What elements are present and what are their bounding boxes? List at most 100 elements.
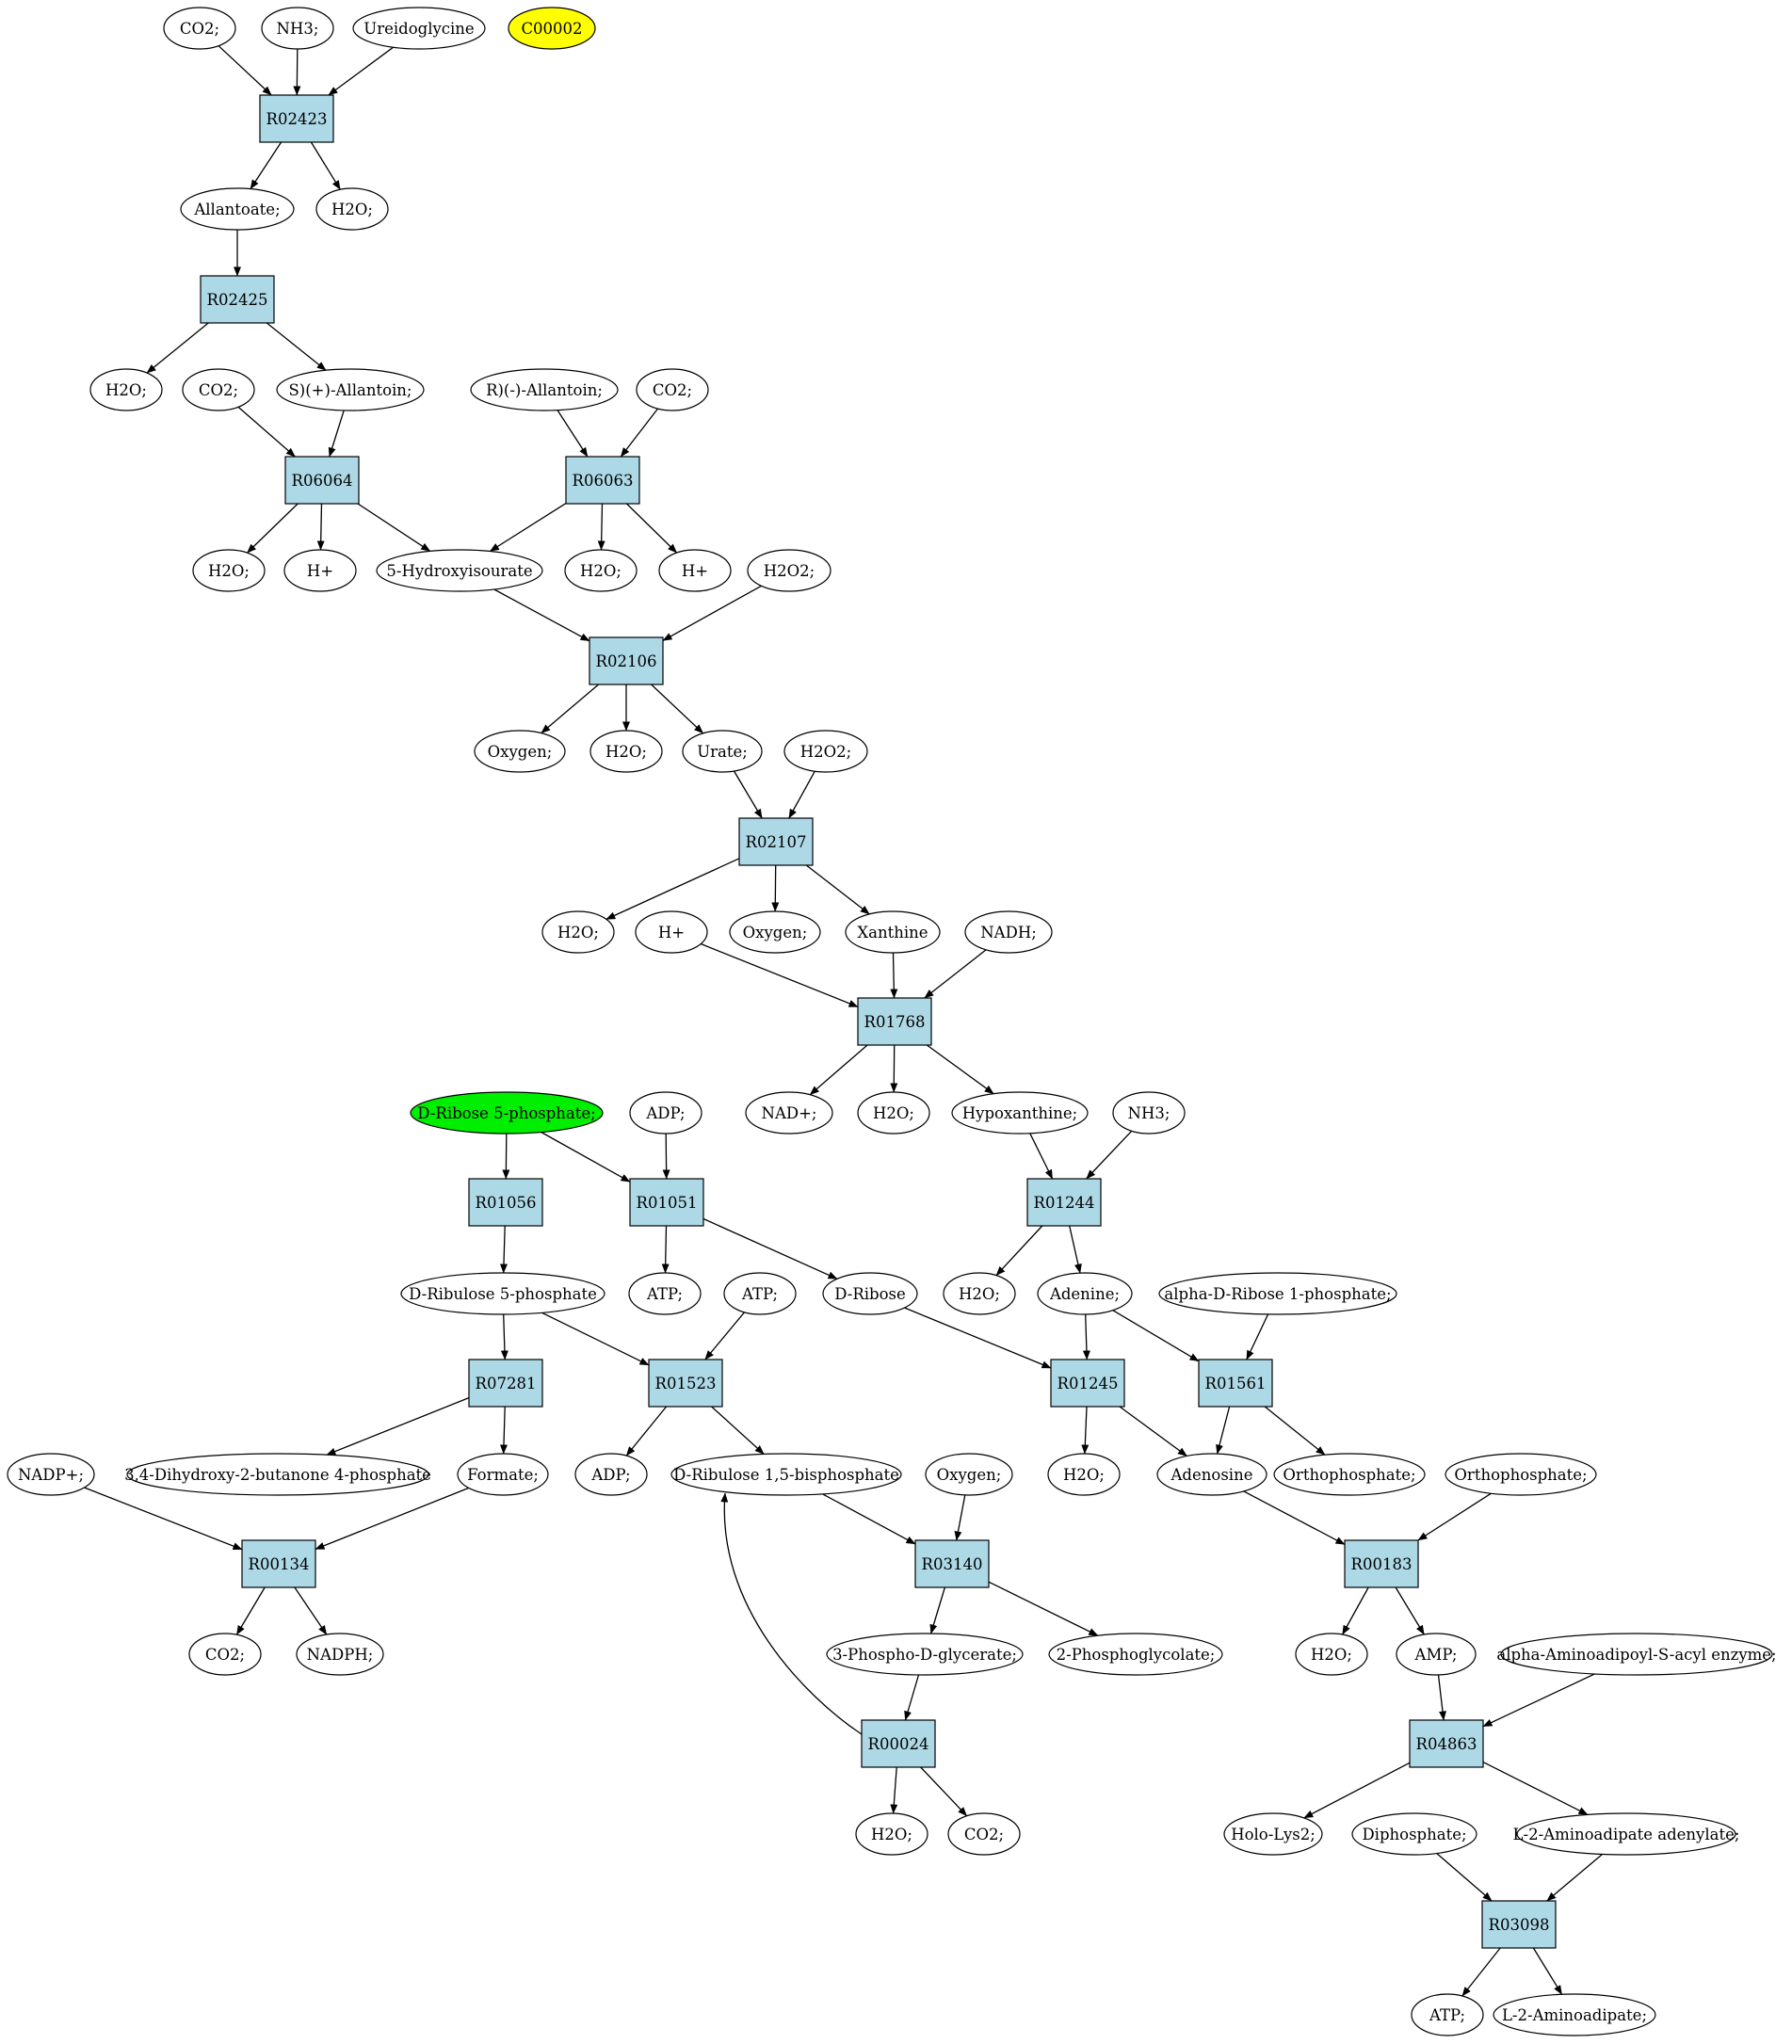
compound-node-h[interactable]: H+ [283, 549, 357, 592]
compound-node-co2[interactable]: CO2; [188, 1633, 262, 1676]
edge-co2-to-r06064 [237, 406, 296, 458]
compound-node-orthophosphate[interactable]: Orthophosphate; [1445, 1453, 1597, 1496]
compound-node-c00002[interactable]: C00002 [508, 7, 596, 50]
reaction-node-r02423[interactable]: R02423 [259, 94, 334, 143]
compound-node-d-ribose[interactable]: D-Ribose [822, 1272, 918, 1315]
compound-node-h2o[interactable]: H2O; [192, 549, 266, 592]
compound-node-s-allantoin[interactable]: S)(+)-Allantoin; [276, 368, 425, 411]
compound-node-r-allantoin[interactable]: R)(-)-Allantoin; [470, 368, 619, 411]
compound-node-h2o[interactable]: H2O; [855, 1812, 928, 1856]
compound-node-adp[interactable]: ADP; [629, 1091, 702, 1135]
compound-node-formate[interactable]: Formate; [457, 1453, 549, 1496]
compound-node-oxygen[interactable]: Oxygen; [729, 910, 821, 954]
compound-node-l-2-aminoadipate-adenylate[interactable]: L-2-Aminoadipate adenylate; [1513, 1812, 1740, 1856]
compound-node-h2o2[interactable]: H2O2; [783, 730, 868, 773]
node-label: H2O; [873, 1104, 914, 1122]
edge-l-2-aminoadipate-adenylate-to-r03098 [1546, 1854, 1603, 1902]
compound-node-nh3[interactable]: NH3; [1112, 1091, 1186, 1135]
reaction-node-r00024[interactable]: R00024 [861, 1719, 936, 1768]
reaction-node-r01523[interactable]: R01523 [648, 1359, 723, 1408]
compound-node-l-2-aminoadipate[interactable]: L-2-Aminoadipate; [1493, 1993, 1656, 2036]
compound-node-d-ribose-5-phosphate[interactable]: D-Ribose 5-phosphate; [410, 1091, 604, 1135]
compound-node-h[interactable]: H+ [635, 910, 708, 954]
compound-node-nadph[interactable]: NADPH; [296, 1633, 384, 1676]
compound-node-alpha-d-ribose-1-phosphate[interactable]: alpha-D-Ribose 1-phosphate; [1158, 1272, 1397, 1315]
reaction-node-r00134[interactable]: R00134 [241, 1539, 316, 1588]
reaction-node-r01056[interactable]: R01056 [468, 1178, 543, 1227]
reaction-node-r06063[interactable]: R06063 [565, 456, 640, 505]
reaction-node-r02106[interactable]: R02106 [589, 636, 664, 685]
compound-node-amp[interactable]: AMP; [1396, 1633, 1477, 1676]
reaction-node-r01245[interactable]: R01245 [1050, 1359, 1125, 1408]
compound-node-5-hydroxyisourate[interactable]: 5-Hydroxyisourate [376, 549, 543, 592]
node-label: D-Ribulose 5-phosphate [409, 1285, 597, 1303]
compound-node-nad[interactable]: NAD+; [745, 1091, 833, 1135]
compound-node-allantoate[interactable]: Allantoate; [180, 187, 295, 231]
compound-node-oxygen[interactable]: Oxygen; [474, 730, 566, 773]
edge-r02423-to-h2o [310, 141, 341, 190]
compound-node-alpha-aminoadipoyl-s-acyl-enzyme[interactable]: alpha-Aminoadipoyl-S-acyl enzyme; [1496, 1633, 1777, 1676]
reaction-node-r03098[interactable]: R03098 [1481, 1900, 1557, 1949]
reaction-node-r04863[interactable]: R04863 [1409, 1719, 1484, 1768]
compound-node-h2o[interactable]: H2O; [1295, 1633, 1368, 1676]
compound-node-adenosine[interactable]: Adenosine [1156, 1453, 1267, 1496]
compound-node-co2[interactable]: CO2; [947, 1812, 1021, 1856]
compound-node-h2o[interactable]: H2O; [589, 730, 663, 773]
compound-node-adp[interactable]: ADP; [574, 1453, 648, 1496]
compound-node-oxygen[interactable]: Oxygen; [925, 1453, 1013, 1496]
node-label: Allantoate; [193, 201, 280, 218]
compound-node-d-ribulose-5-phosphate[interactable]: D-Ribulose 5-phosphate [400, 1272, 605, 1315]
compound-node-holo-lys2[interactable]: Holo-Lys2; [1223, 1812, 1323, 1856]
reaction-node-r01768[interactable]: R01768 [857, 997, 932, 1046]
compound-node-ureidoglycine[interactable]: Ureidoglycine [352, 7, 486, 50]
compound-node-atp[interactable]: ATP; [628, 1272, 702, 1315]
compound-ellipse [192, 549, 266, 592]
compound-node-urate[interactable]: Urate; [682, 730, 763, 773]
compound-node-h2o[interactable]: H2O; [857, 1091, 930, 1135]
edge-r01245-to-h2o [1081, 1406, 1090, 1455]
reaction-node-r02107[interactable]: R02107 [738, 817, 814, 866]
compound-node-adenine[interactable]: Adenine; [1037, 1272, 1133, 1315]
node-label: H2O; [208, 562, 250, 580]
compound-node-nadh[interactable]: NADH; [964, 910, 1053, 954]
edge-r01561-to-orthophosphate [1264, 1406, 1326, 1456]
compound-node-nh3[interactable]: NH3; [261, 7, 334, 50]
compound-node-d-ribulose-1-5-bisphosphate[interactable]: D-Ribulose 1,5-bisphosphate [670, 1453, 902, 1496]
compound-node-3-4-dihydroxy-2-butanone-4-phosphate[interactable]: 3,4-Dihydroxy-2-butanone 4-phosphate [124, 1453, 431, 1496]
compound-node-atp[interactable]: ATP; [723, 1272, 797, 1315]
compound-node-atp[interactable]: ATP; [1411, 1993, 1484, 2036]
compound-node-h2o[interactable]: H2O; [315, 187, 389, 231]
compound-node-h2o2[interactable]: H2O2; [747, 549, 831, 592]
compound-node-nadp[interactable]: NADP+; [7, 1453, 95, 1496]
compound-node-h2o[interactable]: H2O; [943, 1272, 1016, 1315]
compound-ellipse [629, 1091, 702, 1135]
edge-r01056-to-d-ribulose-5-phosphate [499, 1225, 508, 1274]
compound-node-co2[interactable]: CO2; [163, 7, 236, 50]
reaction-node-r06064[interactable]: R06064 [284, 456, 360, 505]
compound-node-orthophosphate[interactable]: Orthophosphate; [1273, 1453, 1426, 1496]
compound-node-h[interactable]: H+ [658, 549, 732, 592]
compound-node-hypoxanthine[interactable]: Hypoxanthine; [951, 1091, 1089, 1135]
reaction-node-r01051[interactable]: R01051 [629, 1178, 704, 1227]
compound-node-h2o[interactable]: H2O; [564, 549, 638, 592]
compound-node-diphosphate[interactable]: Diphosphate; [1351, 1812, 1477, 1856]
compound-node-xanthine[interactable]: Xanthine [845, 910, 941, 954]
reaction-node-r07281[interactable]: R07281 [468, 1359, 543, 1408]
compound-node-co2[interactable]: CO2; [182, 368, 255, 411]
reaction-node-r01244[interactable]: R01244 [1026, 1178, 1102, 1227]
compound-node-h2o[interactable]: H2O; [1047, 1453, 1121, 1496]
reaction-node-r03140[interactable]: R03140 [914, 1539, 990, 1588]
reaction-node-r01561[interactable]: R01561 [1198, 1359, 1273, 1408]
compound-ellipse [188, 1633, 262, 1676]
compound-node-h2o[interactable]: H2O; [89, 368, 163, 411]
edge-s-allantoin-to-r06064 [328, 410, 345, 458]
reaction-node-r00183[interactable]: R00183 [1344, 1539, 1419, 1588]
compound-node-h2o[interactable]: H2O; [541, 910, 615, 954]
edge-alpha-d-ribose-1-phosphate-to-r01561 [1246, 1313, 1269, 1360]
compound-ellipse [163, 7, 236, 50]
compound-node-co2[interactable]: CO2; [636, 368, 709, 411]
compound-node-2-phosphoglycolate[interactable]: 2-Phosphoglycolate; [1048, 1633, 1223, 1676]
compound-node-3-phospho-d-glycerate[interactable]: 3-Phospho-D-glycerate; [826, 1633, 1024, 1676]
reaction-node-r02425[interactable]: R02425 [200, 275, 275, 324]
compound-ellipse [951, 1091, 1089, 1135]
